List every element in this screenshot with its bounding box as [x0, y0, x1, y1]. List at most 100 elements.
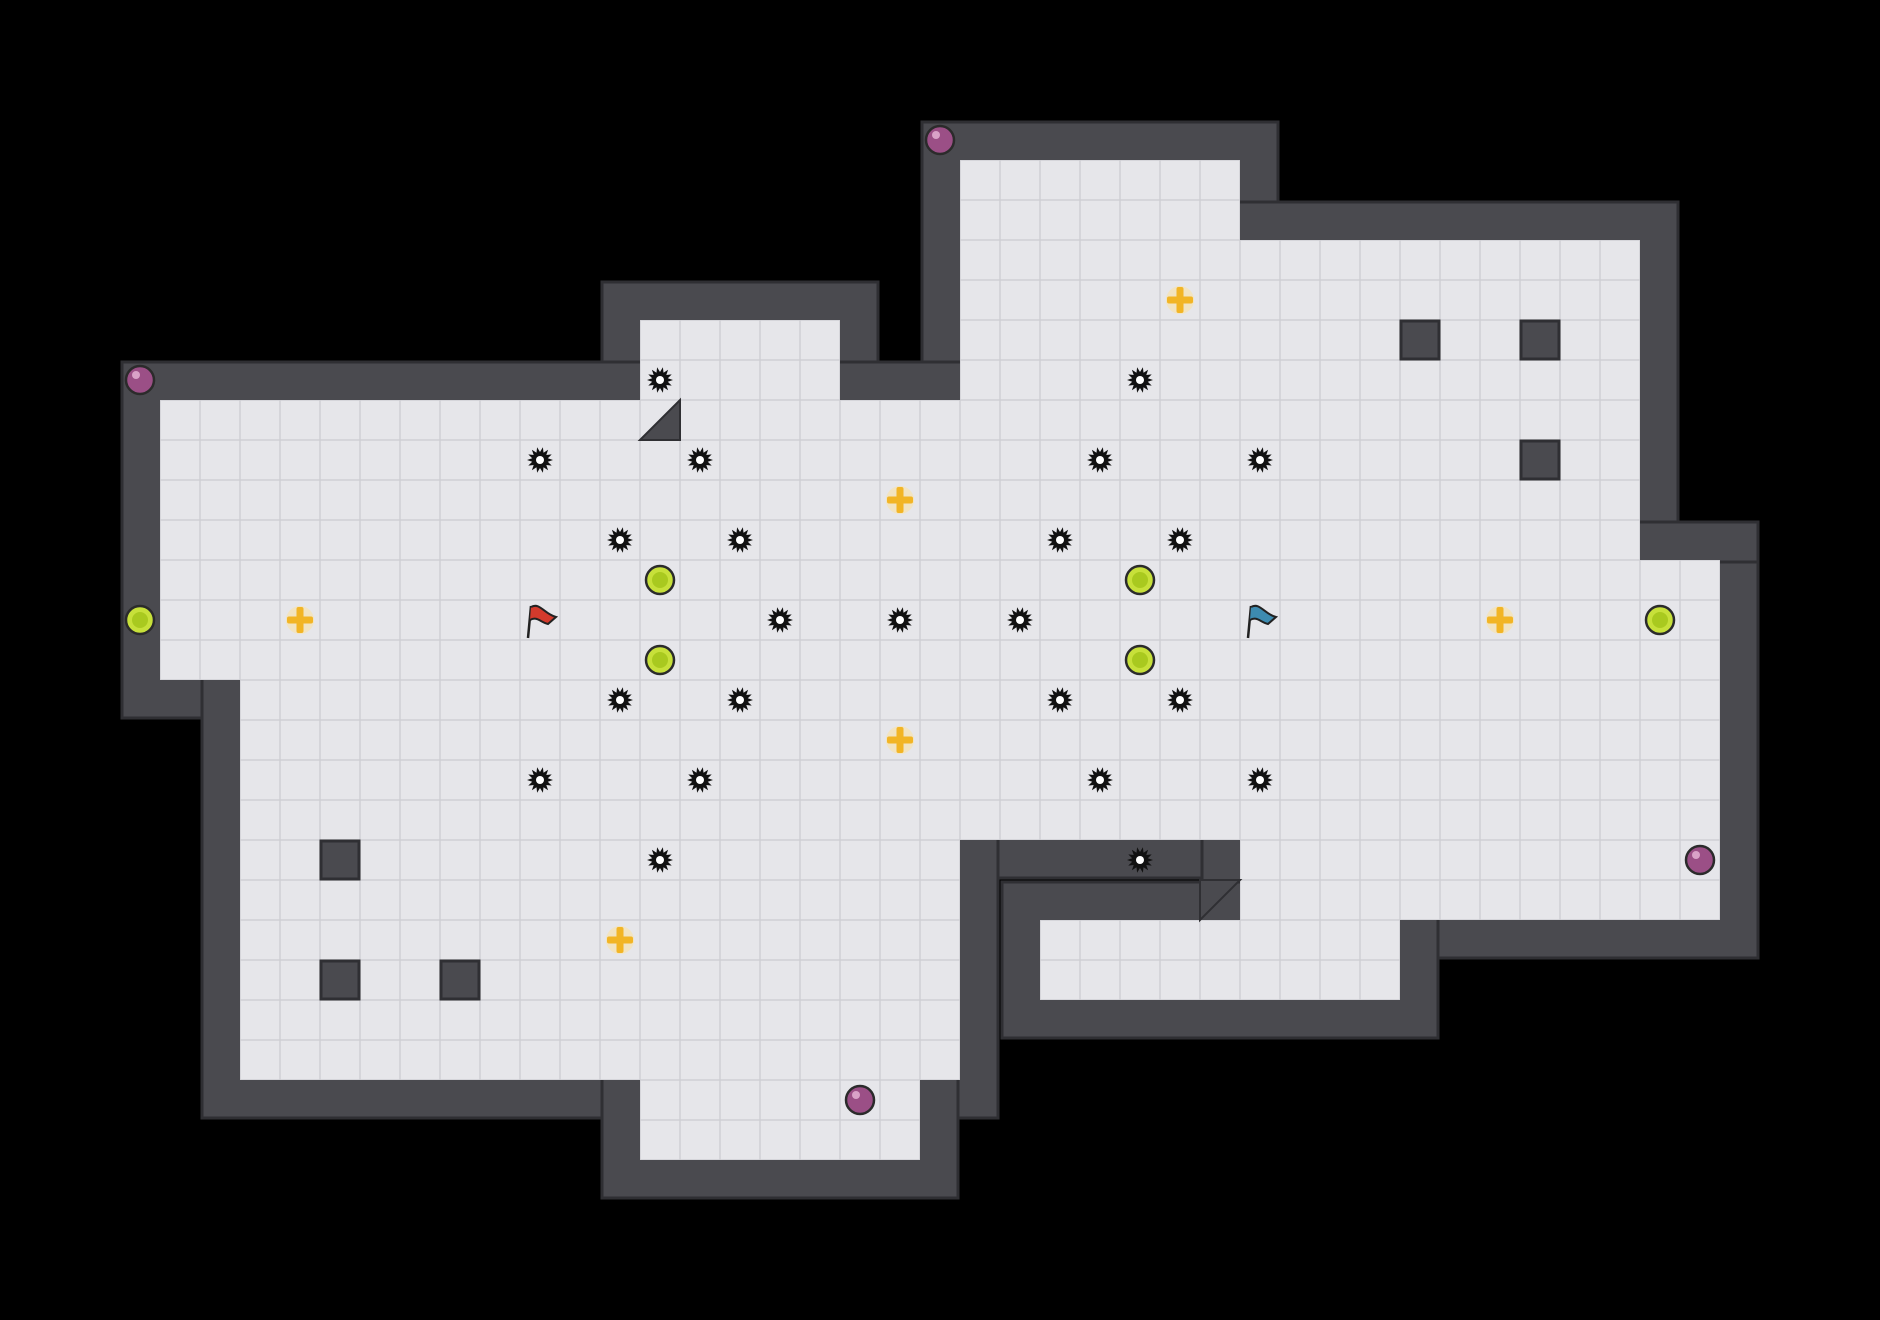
spike-icon [607, 527, 633, 553]
spike-icon [767, 607, 793, 633]
spike-icon [1127, 367, 1153, 393]
spike-center [776, 616, 784, 624]
spike-icon [727, 687, 753, 713]
boost-icon [1124, 564, 1156, 596]
boost-icon [1644, 604, 1676, 636]
bomb-icon [124, 364, 156, 396]
boost-core [1652, 612, 1668, 628]
blue-flag-icon [1246, 604, 1279, 639]
spike-center [1056, 696, 1064, 704]
boost-core [652, 572, 668, 588]
map-items [124, 124, 1716, 1116]
bomb-body [124, 364, 156, 396]
spike-center [536, 776, 544, 784]
boost-icon [644, 564, 676, 596]
spike-icon [1087, 767, 1113, 793]
spike-center [1136, 376, 1144, 384]
powerup-bar-h [887, 736, 913, 744]
spike-icon [527, 447, 553, 473]
spike-center [1056, 536, 1064, 544]
boost-icon [124, 604, 156, 636]
bomb-shine [132, 371, 140, 379]
powerup-bar-h [1487, 616, 1513, 624]
spike-center [696, 456, 704, 464]
floor-tile-area [960, 160, 1240, 840]
spike-center [1096, 776, 1104, 784]
spike-center [1256, 776, 1264, 784]
spike-center [1016, 616, 1024, 624]
bomb-body [844, 1084, 876, 1116]
powerup-icon [1486, 606, 1514, 634]
bomb-icon [844, 1084, 876, 1116]
spike-icon [647, 847, 673, 873]
flag-pole [526, 605, 533, 639]
spike-center [656, 856, 664, 864]
red-flag-icon [526, 604, 559, 639]
flag-cloth [1249, 604, 1279, 626]
powerup-bar-h [287, 616, 313, 624]
spike-center [1176, 696, 1184, 704]
spike-icon [1047, 687, 1073, 713]
spike-icon [1247, 447, 1273, 473]
wall-block [1519, 319, 1561, 361]
spike-center [1096, 456, 1104, 464]
spike-icon [887, 607, 913, 633]
spike-icon [687, 447, 713, 473]
powerup-bar-h [607, 936, 633, 944]
spike-icon [607, 687, 633, 713]
spike-icon [527, 767, 553, 793]
wall-corner [1199, 879, 1243, 923]
spike-center [696, 776, 704, 784]
powerup-icon [886, 486, 914, 514]
boost-icon [644, 644, 676, 676]
powerup-icon [606, 926, 634, 954]
powerup-bar-h [1167, 296, 1193, 304]
wall-block [319, 959, 361, 1001]
spike-icon [647, 367, 673, 393]
powerup-icon [1166, 286, 1194, 314]
boost-core [1132, 572, 1148, 588]
flag-pole [1246, 605, 1253, 639]
wall-block [439, 959, 481, 1001]
spike-icon [727, 527, 753, 553]
spike-center [536, 456, 544, 464]
wall-block [1399, 319, 1441, 361]
spike-icon [1247, 767, 1273, 793]
spike-icon [1167, 527, 1193, 553]
wall-block [319, 839, 361, 881]
spike-icon [1047, 527, 1073, 553]
bomb-icon [924, 124, 956, 156]
boost-core [132, 612, 148, 628]
spike-center [616, 696, 624, 704]
spike-icon [1007, 607, 1033, 633]
powerup-icon [286, 606, 314, 634]
bomb-body [1684, 844, 1716, 876]
wall-corner [637, 397, 681, 441]
spike-center [1176, 536, 1184, 544]
bomb-shine [932, 131, 940, 139]
spike-icon [1087, 447, 1113, 473]
flag-cloth [529, 604, 559, 626]
bomb-body [924, 124, 956, 156]
spike-icon [687, 767, 713, 793]
boost-core [652, 652, 668, 668]
spike-center [736, 536, 744, 544]
powerup-icon [886, 726, 914, 754]
bomb-icon [1684, 844, 1716, 876]
spike-center [1136, 856, 1144, 864]
bomb-shine [852, 1091, 860, 1099]
spike-center [896, 616, 904, 624]
wall-blocks [319, 319, 1561, 1001]
spike-center [736, 696, 744, 704]
spike-icon [1167, 687, 1193, 713]
spike-center [1256, 456, 1264, 464]
powerup-bar-h [887, 496, 913, 504]
boost-core [1132, 652, 1148, 668]
spike-icon [1127, 847, 1153, 873]
boost-icon [1124, 644, 1156, 676]
spike-center [656, 376, 664, 384]
wall-block [1519, 439, 1561, 481]
bomb-shine [1692, 851, 1700, 859]
spike-center [616, 536, 624, 544]
